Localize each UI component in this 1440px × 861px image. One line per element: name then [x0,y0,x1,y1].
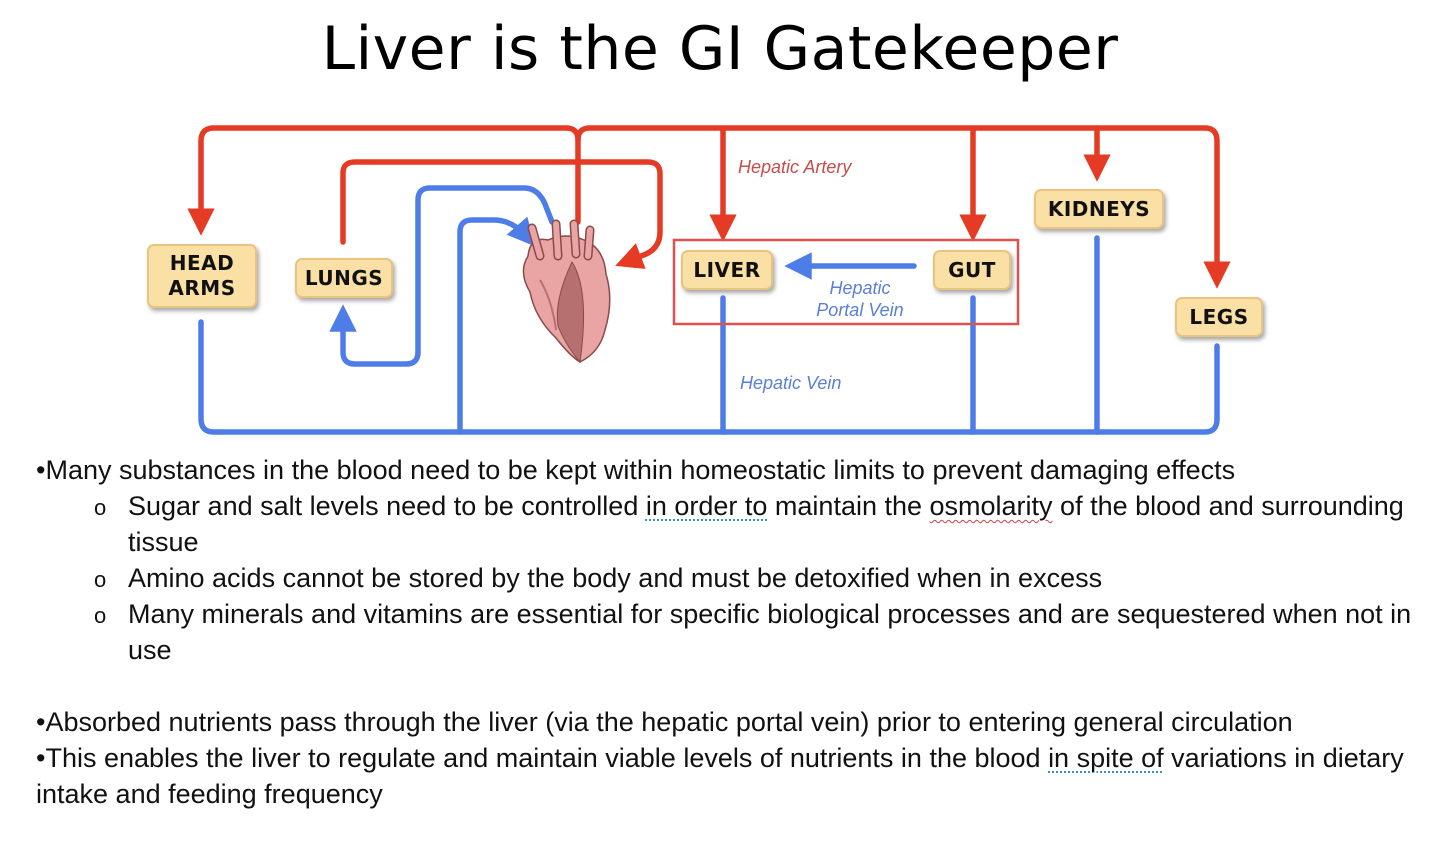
heart-icon [522,219,611,364]
artery-lines [187,125,1231,289]
hepatic-artery-label: Hepatic Artery [738,157,852,177]
bullet-absorbed-nutrients: •Absorbed nutrients pass through the liv… [36,707,1293,737]
bullet-liver-regulates: •This enables the liver to regulate and … [36,743,1404,809]
organ-legs: LEGS [1175,297,1263,337]
organ-head-label: HEAD [169,251,235,275]
pulmonary-vein-path [340,159,663,269]
organ-gut: GUT [933,250,1011,290]
hepatic-portal-vein-label: Hepatic Portal Vein [800,277,920,321]
pulmonary-artery-path [329,185,555,367]
organ-lungs: LUNGS [295,258,393,298]
circulation-diagram [187,125,1231,435]
hepatic-portal-vein-label-line2: Portal Vein [816,300,904,320]
sub-bullet-marker: o [94,603,107,628]
hepatic-portal-box [672,238,1020,326]
aorta-path [187,125,581,236]
sub-bullet-marker: o [94,495,107,520]
vein-lines [198,185,1220,435]
hepatic-vein-label: Hepatic Vein [740,373,842,393]
organ-arms-label: ARMS [168,276,236,300]
organ-kidneys: KIDNEYS [1034,189,1164,229]
hepatic-portal-vein-label-line1: Hepatic [829,278,891,298]
organ-liver: LIVER [681,250,773,290]
systemic-vein-collector [198,319,1220,435]
bullet-homeostatic-limits: •Many substances in the blood need to be… [36,455,1236,485]
organ-head-arms: HEAD ARMS [147,244,257,308]
slide-body: •Many substances in the blood need to be… [36,452,1416,812]
sub-bullet-marker: o [94,567,107,592]
slide-title: Liver is the GI Gatekeeper [321,14,1119,84]
vena-cava-path [457,216,536,435]
artery-right-trunk [575,125,1231,289]
